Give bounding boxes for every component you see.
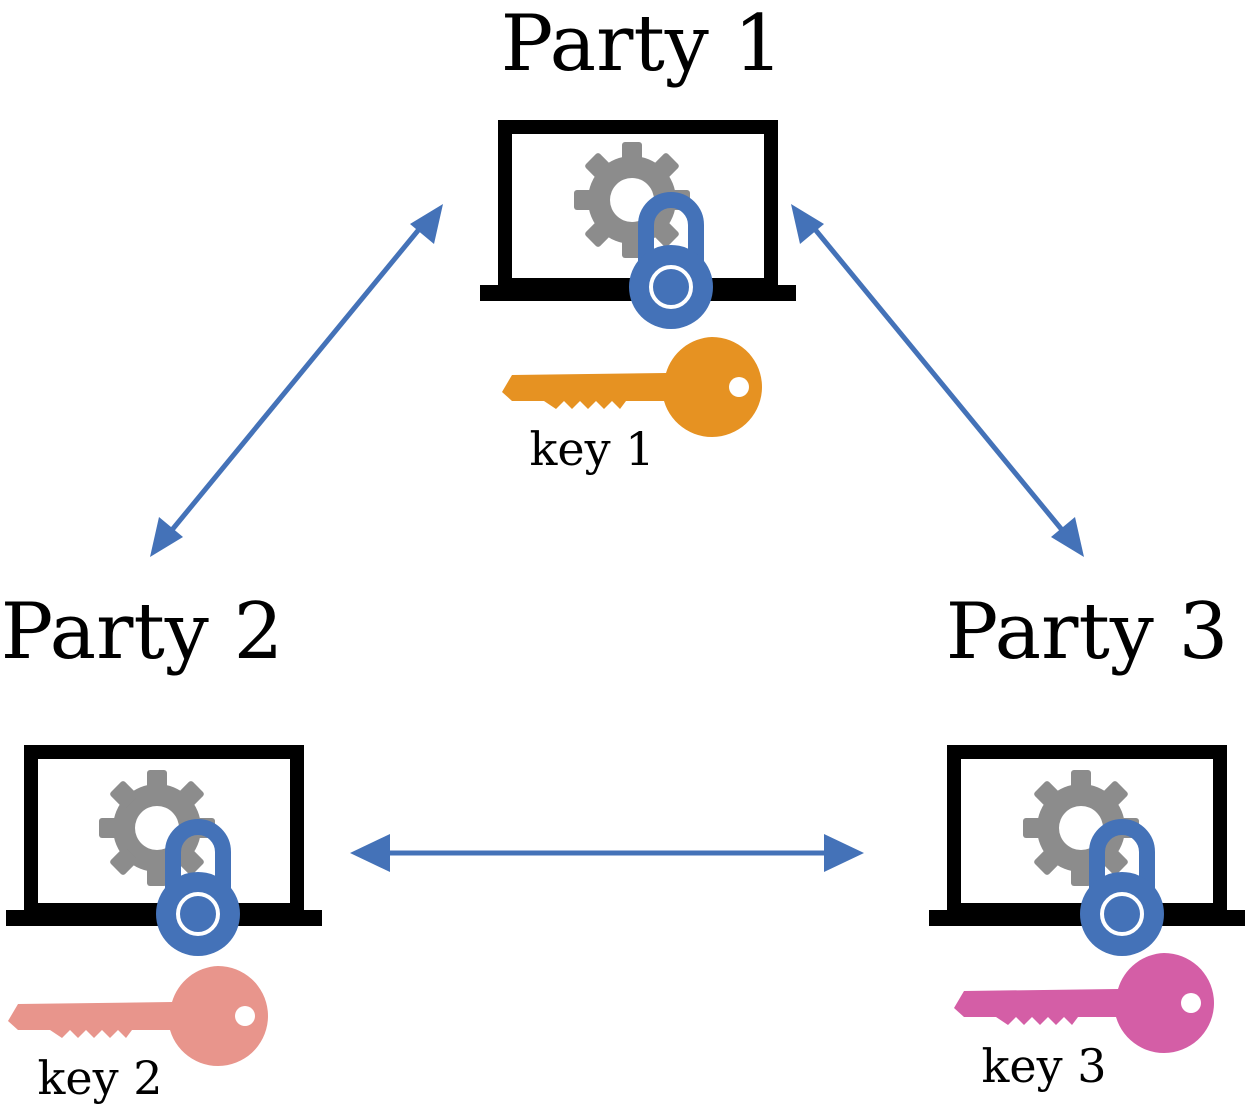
key-3-label: key 3 <box>982 1039 1107 1093</box>
arrow-party1-party2 <box>150 204 443 557</box>
party-3: Party 3 key 3 <box>929 587 1245 1093</box>
party-1: Party 1 key 1 <box>480 0 796 476</box>
connection-arrows <box>150 204 1084 872</box>
key-1-label: key 1 <box>530 422 655 476</box>
key-icon <box>954 953 1214 1053</box>
party-1-label: Party 1 <box>501 0 784 89</box>
key-2-label: key 2 <box>38 1051 163 1105</box>
arrow-party2-party3 <box>350 834 864 872</box>
key-icon <box>502 337 762 437</box>
padlock-icon <box>1080 827 1164 956</box>
party-2: Party 2 key 2 <box>1 587 322 1105</box>
padlock-icon <box>156 827 240 956</box>
key-icon <box>8 966 269 1066</box>
party-3-label: Party 3 <box>946 587 1229 677</box>
party-2-label: Party 2 <box>1 587 284 677</box>
arrow-party1-party3 <box>791 204 1084 557</box>
